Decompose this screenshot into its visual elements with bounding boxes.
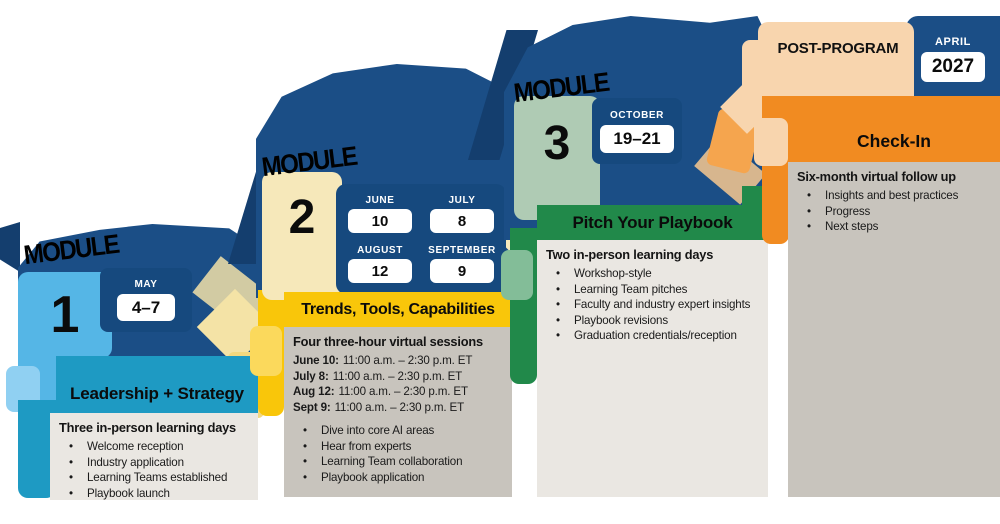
month-label: JULY xyxy=(448,195,476,206)
module2-title: Trends, Tools, Capabilities xyxy=(301,300,495,318)
session-date: June 10: xyxy=(293,354,339,367)
list-item: Workshop-style xyxy=(546,266,759,282)
postprogram-date-chip: 2027 xyxy=(921,52,985,82)
postprogram-label: POST-PROGRAM xyxy=(766,40,910,57)
postprogram-panel: Six-month virtual follow up Insights and… xyxy=(788,162,1000,497)
date-chip: 8 xyxy=(430,209,494,233)
day: 8 xyxy=(457,212,467,230)
list-item: Playbook launch xyxy=(59,486,249,502)
module2-panel: Four three-hour virtual sessions June 10… xyxy=(284,327,512,497)
postprogram-date-box: APRIL 2027 xyxy=(914,24,992,94)
list-item: Playbook revisions xyxy=(546,313,759,329)
session-time: July 8:11:00 a.m. – 2:30 p.m. ET xyxy=(293,369,503,385)
postprogram-peach-block xyxy=(758,22,914,106)
list-item: Learning Team collaboration xyxy=(293,454,503,470)
list-item: Insights and best practices xyxy=(797,188,991,204)
module2-date-cell: SEPTEMBER 9 xyxy=(423,241,501,287)
module1-left-column-lower xyxy=(18,400,56,498)
module1-panel-heading: Three in-person learning days xyxy=(59,420,236,435)
session-hours: 11:00 a.m. – 2:30 p.m. ET xyxy=(338,385,468,398)
module2-date-cell: JUNE 10 xyxy=(341,191,419,237)
module1-number-tile: 1 xyxy=(18,272,112,358)
postprogram-bullet-list: Insights and best practices Progress Nex… xyxy=(797,188,991,235)
module1-days: 4–7 xyxy=(131,297,161,317)
module2-title-bar: Trends, Tools, Capabilities xyxy=(284,292,512,327)
session-hours: 11:00 a.m. – 2:30 p.m. ET xyxy=(334,400,465,414)
module2-puzzle-knob xyxy=(250,326,282,376)
module3-month-label: OCTOBER xyxy=(609,109,665,121)
module3-days: 19–21 xyxy=(613,128,661,148)
session-hours: 11:00 a.m. – 2:30 p.m. ET xyxy=(342,354,473,367)
list-item: Progress xyxy=(797,204,991,220)
date-chip: 12 xyxy=(348,259,412,283)
list-item: Learning Teams established xyxy=(59,470,249,486)
postprogram-month-label: APRIL xyxy=(935,36,971,48)
module3-bullet-list: Workshop-style Learning Team pitches Fac… xyxy=(546,266,759,344)
module1-title-bar: Leadership + Strategy xyxy=(56,356,258,413)
list-item: Graduation credentials/reception xyxy=(546,328,759,344)
module2-date-cell: AUGUST 12 xyxy=(341,241,419,287)
list-item: Next steps xyxy=(797,219,991,235)
postprogram-puzzle-knob xyxy=(754,118,788,166)
module1-date-box: MAY 4–7 xyxy=(100,268,192,332)
month-label: AUGUST xyxy=(357,245,403,256)
month-label: SEPTEMBER xyxy=(428,245,496,256)
postprogram-title: Check-In xyxy=(857,131,931,151)
list-item: Dive into core AI areas xyxy=(293,423,503,439)
postprogram-peach-lump xyxy=(742,40,772,96)
module2-number: 2 xyxy=(288,191,316,244)
module3-puzzle-knob xyxy=(501,250,533,300)
session-date: Aug 12: xyxy=(293,385,335,398)
session-date: Sept 9: xyxy=(293,400,331,414)
module3-panel: Two in-person learning days Workshop-sty… xyxy=(537,240,768,497)
module1-date-chip: 4–7 xyxy=(117,294,175,321)
list-item: Playbook application xyxy=(293,470,503,486)
list-item: Industry application xyxy=(59,455,249,471)
list-item: Welcome reception xyxy=(59,439,249,455)
day: 10 xyxy=(371,212,389,230)
session-date: July 8: xyxy=(293,369,329,383)
date-chip: 10 xyxy=(348,209,412,233)
session-time: Sept 9:11:00 a.m. – 2:30 p.m. ET xyxy=(293,400,503,416)
postprogram-label-text: POST-PROGRAM xyxy=(777,40,899,57)
module1-month-label: MAY xyxy=(134,279,158,290)
module1-left-wedge xyxy=(0,222,20,272)
module3-title-bar: Pitch Your Playbook xyxy=(537,205,768,240)
module2-date-cell: JULY 8 xyxy=(423,191,501,237)
module3-date-box: OCTOBER 19–21 xyxy=(592,98,682,164)
day: 9 xyxy=(457,262,467,280)
module2-date-grid: JUNE 10 JULY 8 AUGUST 12 SEPTEMBER 9 xyxy=(336,184,506,294)
session-time: June 10:11:00 a.m. – 2:30 p.m. ET xyxy=(293,353,503,369)
module1-panel: Three in-person learning days Welcome re… xyxy=(50,413,258,501)
date-chip: 9 xyxy=(430,259,494,283)
module1-number: 1 xyxy=(50,286,80,344)
module1-title: Leadership + Strategy xyxy=(70,384,244,403)
module3-panel-heading: Two in-person learning days xyxy=(546,247,714,262)
session-time: Aug 12:11:00 a.m. – 2:30 p.m. ET xyxy=(293,384,503,400)
module1-bullet-list: Welcome reception Industry application L… xyxy=(59,439,249,501)
list-item: Learning Team pitches xyxy=(546,282,759,298)
list-item: Faculty and industry expert insights xyxy=(546,297,759,313)
session-hours: 11:00 a.m. – 2:30 p.m. ET xyxy=(332,369,463,383)
module2-number-tile: 2 xyxy=(262,172,342,300)
day: 12 xyxy=(371,262,389,280)
module3-title: Pitch Your Playbook xyxy=(572,212,733,232)
module3-number: 3 xyxy=(543,117,571,170)
postprogram-panel-heading: Six-month virtual follow up xyxy=(797,169,956,184)
list-item: Hear from experts xyxy=(293,439,503,455)
postprogram-days: 2027 xyxy=(931,56,975,77)
module3-number-tile: 3 xyxy=(514,96,600,220)
module3-date-chip: 19–21 xyxy=(600,124,674,153)
module2-panel-heading: Four three-hour virtual sessions xyxy=(293,334,483,349)
module2-bullet-list: Dive into core AI areas Hear from expert… xyxy=(293,423,503,485)
postprogram-title-bar: Check-In xyxy=(788,96,1000,162)
month-label: JUNE xyxy=(365,195,395,206)
